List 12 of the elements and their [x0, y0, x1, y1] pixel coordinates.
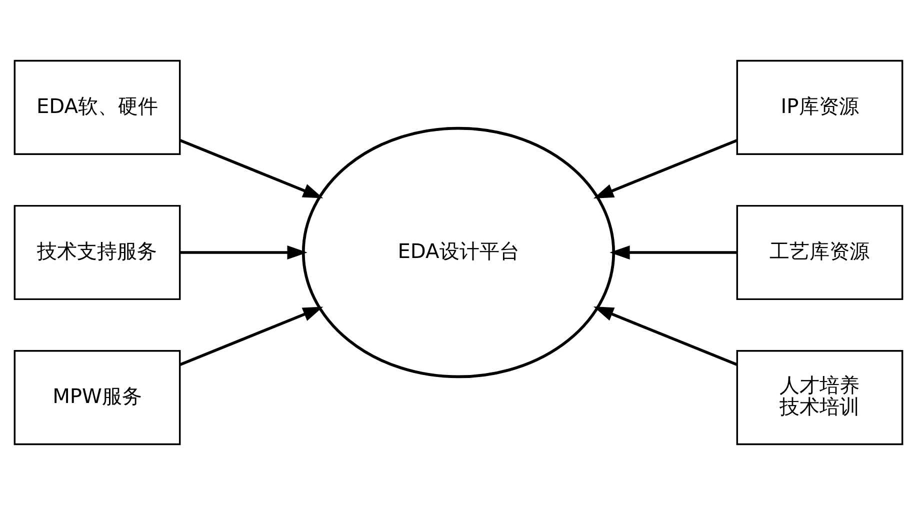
node-box: MPW服务	[14, 350, 181, 446]
node-box: 技术支持服务	[14, 204, 181, 300]
arrow	[179, 139, 324, 198]
arrow	[610, 245, 737, 260]
arrow	[180, 245, 308, 260]
node-box: 人才培养 技术培训	[736, 350, 904, 446]
arrow	[593, 138, 738, 198]
node-box: EDA软、硬件	[14, 60, 181, 155]
arrow	[179, 306, 324, 366]
node-box: 工艺库资源	[736, 204, 904, 300]
arrow	[593, 306, 738, 366]
node-box: IP库资源	[736, 60, 904, 155]
